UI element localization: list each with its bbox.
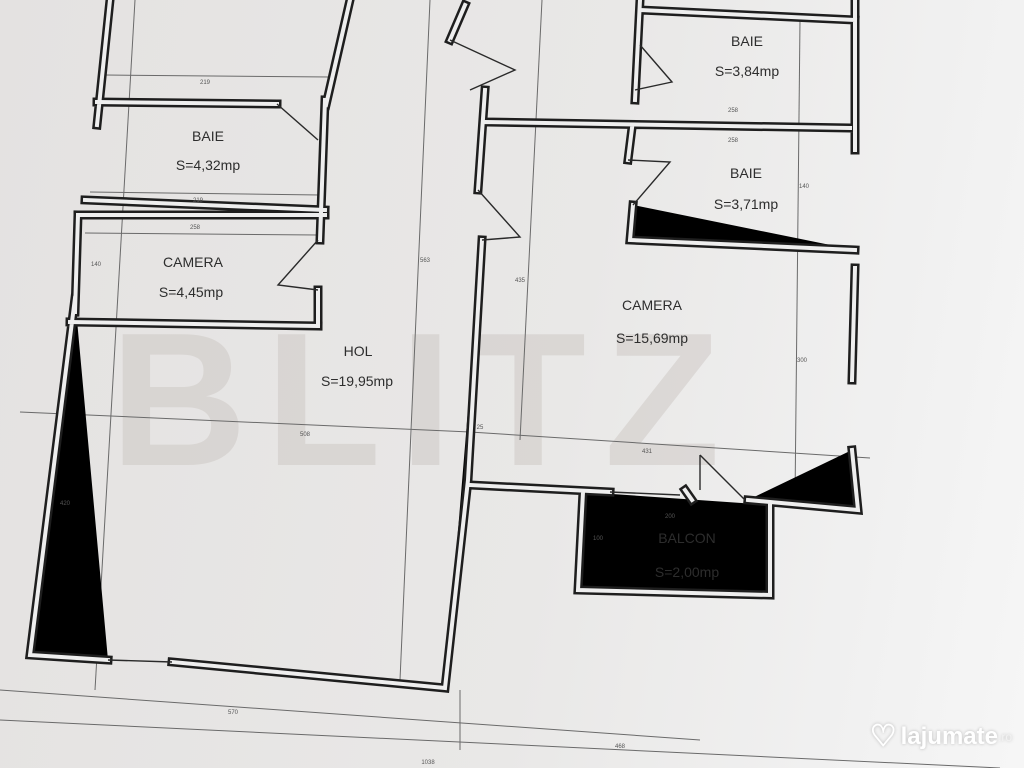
dimension-label: 258 <box>728 138 739 144</box>
dimension-label: 140 <box>799 184 810 190</box>
dimension-label: 258 <box>728 108 739 114</box>
room-camera-small: CAMERA S=4,45mp <box>159 254 224 300</box>
logo-tld: .ro <box>997 729 1012 744</box>
dimension-label: 563 <box>420 258 431 264</box>
dimension-label: 435 <box>515 278 526 284</box>
room-baie-left: BAIE S=4,32mp <box>176 128 240 173</box>
room-area: S=19,95mp <box>321 373 393 389</box>
dimension-label: 570 <box>228 710 239 716</box>
dimension-label: 140 <box>91 262 102 268</box>
lajumate-logo: ♡ lajumate.ro <box>870 719 1012 754</box>
door-swings <box>107 39 746 663</box>
room-name: BAIE <box>192 128 224 144</box>
dimension-label: 25 <box>477 425 484 431</box>
dimension-label: 468 <box>615 744 626 750</box>
room-baie-top-right: BAIE S=3,84mp <box>715 33 779 79</box>
room-camera-large: CAMERA S=15,69mp <box>616 297 688 346</box>
dimension-label: 508 <box>300 432 311 438</box>
logo-text: lajumate <box>900 722 998 750</box>
walls <box>30 0 858 688</box>
room-name: CAMERA <box>622 297 683 313</box>
dimension-label: 431 <box>642 449 653 455</box>
room-area: S=2,00mp <box>655 564 719 580</box>
room-area: S=15,69mp <box>616 330 688 346</box>
logo-heart-icon: ♡ <box>869 720 897 753</box>
dimension-label: 258 <box>190 225 201 231</box>
room-name: BAIE <box>731 33 763 49</box>
dimension-label: 219 <box>193 198 204 204</box>
dimension-labels: 219 219 258 140 563 435 508 25 431 200 1… <box>60 80 810 766</box>
room-area: S=3,84mp <box>715 63 779 79</box>
dimension-label: 1038 <box>421 760 435 766</box>
room-name: CAMERA <box>163 254 224 270</box>
room-baie-right: BAIE S=3,71mp <box>714 165 778 212</box>
dimension-label: 219 <box>200 80 211 86</box>
room-name: HOL <box>344 343 373 359</box>
dimension-label: 200 <box>665 514 676 520</box>
room-name: BAIE <box>730 165 762 181</box>
room-area: S=3,71mp <box>714 196 778 212</box>
dimension-label: 100 <box>593 536 604 542</box>
room-area: S=4,32mp <box>176 157 240 173</box>
dimension-label: 420 <box>60 501 71 507</box>
room-hol: HOL S=19,95mp <box>321 343 393 389</box>
dimension-label: 300 <box>797 358 808 364</box>
room-area: S=4,45mp <box>159 284 223 300</box>
room-name: BALCON <box>658 530 716 546</box>
room-balcon: BALCON S=2,00mp <box>655 530 719 580</box>
